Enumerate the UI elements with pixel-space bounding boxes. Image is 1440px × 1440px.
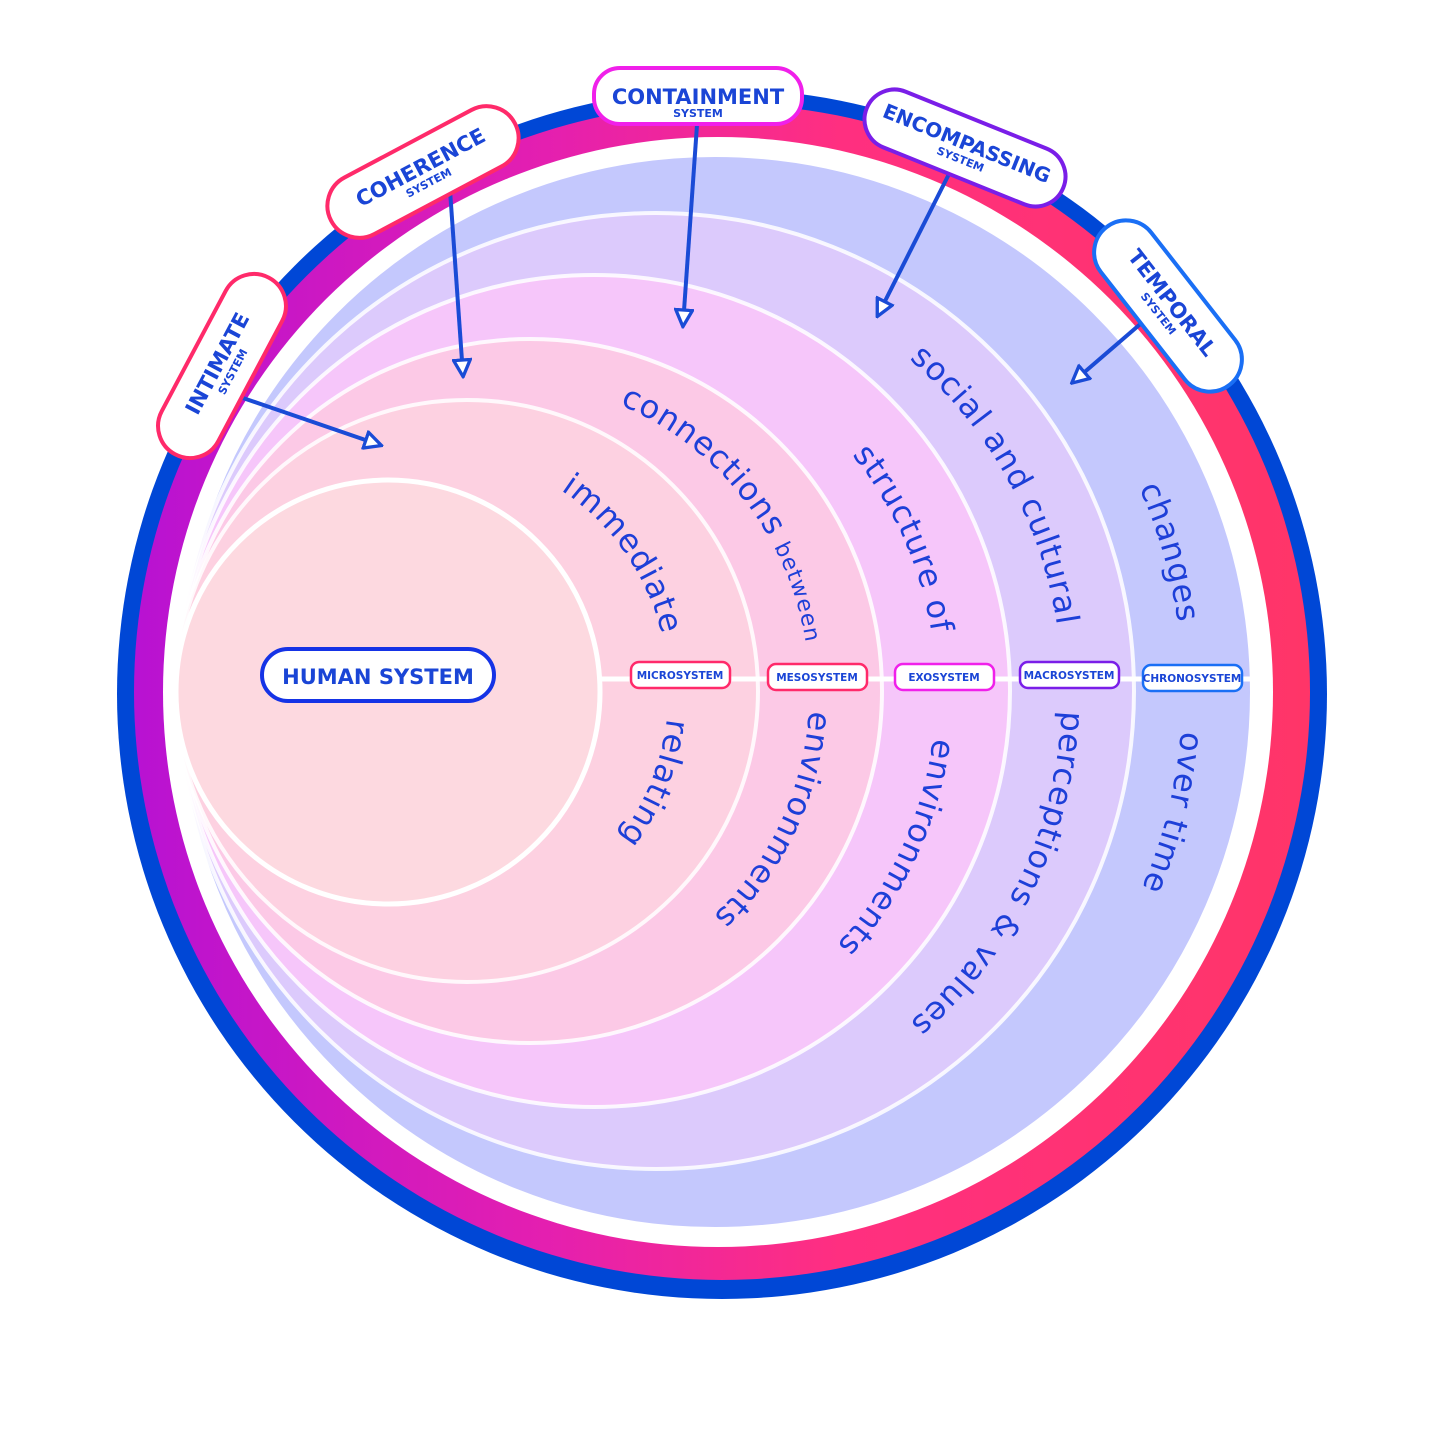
temporal-arrow bbox=[1073, 318, 1147, 382]
human-system-label: HUMAN SYSTEM bbox=[260, 647, 496, 703]
tag-intimate: INTIMATE SYSTEM bbox=[156, 271, 288, 461]
level-label-text: MESOSYSTEM bbox=[776, 672, 858, 684]
level-label-text: CHRONOSYSTEM bbox=[1143, 673, 1242, 685]
encompassing-arrow bbox=[878, 171, 952, 315]
coherence-arrow bbox=[448, 189, 463, 375]
level-label-text: EXOSYSTEM bbox=[908, 672, 979, 684]
level-label-micro: MICROSYSTEM bbox=[629, 660, 732, 690]
tag-subtitle: SYSTEM bbox=[673, 107, 723, 120]
tag-containment: CONTAINMENT SYSTEM bbox=[592, 66, 804, 126]
level-label-text: MICROSYSTEM bbox=[637, 670, 724, 682]
level-label-exo: EXOSYSTEM bbox=[893, 662, 996, 692]
tag-title: CONTAINMENT bbox=[612, 85, 785, 109]
intimate-arrow bbox=[239, 395, 380, 445]
containment-arrow bbox=[683, 124, 699, 325]
level-label-meso: MESOSYSTEM bbox=[766, 662, 869, 692]
human-system-text: HUMAN SYSTEM bbox=[282, 665, 474, 689]
level-label-text: MACROSYSTEM bbox=[1024, 670, 1115, 682]
level-label-chrono: CHRONOSYSTEM bbox=[1141, 663, 1244, 693]
level-label-macro: MACROSYSTEM bbox=[1018, 660, 1121, 690]
